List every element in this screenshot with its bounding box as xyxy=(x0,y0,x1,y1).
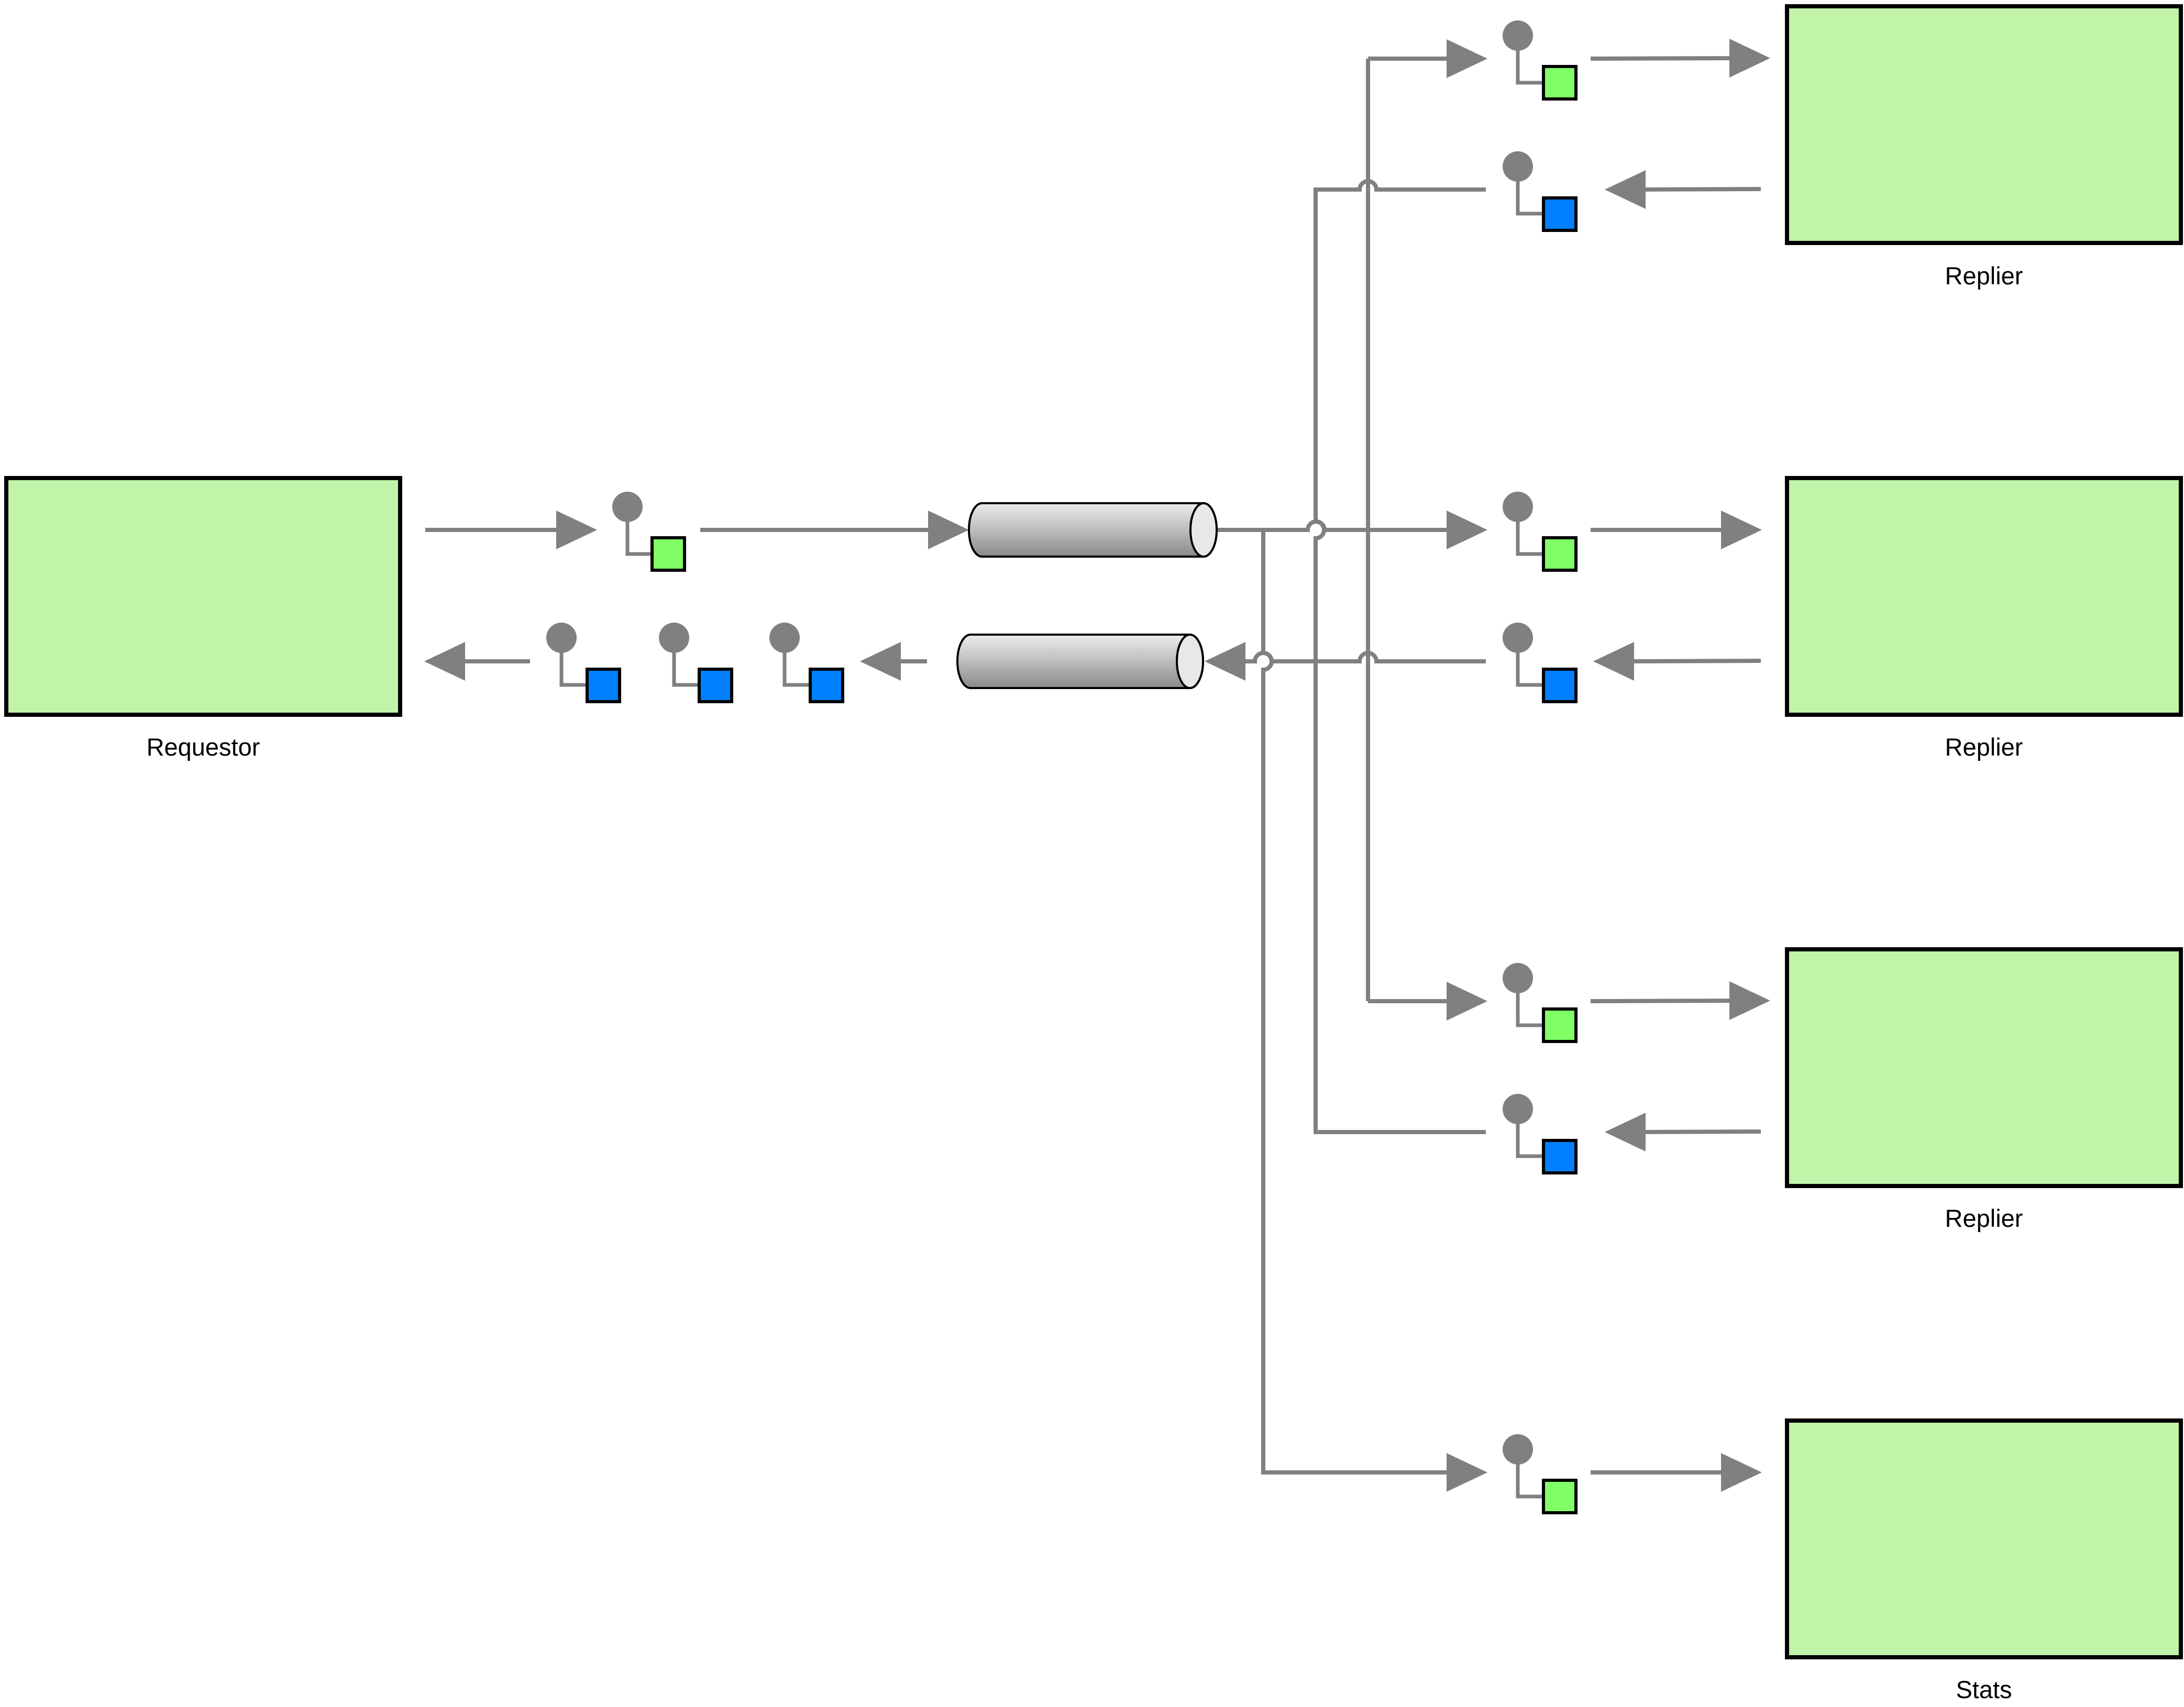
replier-1-reply-endpoint xyxy=(1503,151,1578,232)
message-channel-icon xyxy=(956,634,1204,689)
replier-1-reply-out-line xyxy=(1639,187,1761,192)
message-endpoint-icon xyxy=(1503,1434,1533,1465)
replier-1-request-endpoint xyxy=(1503,20,1578,101)
message-endpoint-icon xyxy=(1503,20,1533,51)
requestor-request-endpoint xyxy=(612,492,686,572)
requestor-reply-endpoint-2 xyxy=(659,623,733,703)
message-endpoint-icon xyxy=(546,623,577,653)
arrow-icon xyxy=(928,511,969,549)
arrow-icon xyxy=(860,642,901,681)
message-endpoint-icon xyxy=(612,492,643,522)
replier-2-box xyxy=(1785,476,2183,717)
reply-channel xyxy=(956,634,1204,689)
replier-2-reply-endpoint xyxy=(1503,623,1578,703)
arrow-icon xyxy=(1605,1113,1646,1151)
message-endpoint-icon xyxy=(769,623,800,653)
channel-end-cap xyxy=(1189,502,1218,558)
arrow-icon xyxy=(1605,170,1646,209)
arrow-icon xyxy=(424,642,465,681)
message-endpoint-icon xyxy=(1503,1094,1533,1124)
arrow-icon xyxy=(1721,511,1762,549)
replier-1-label: Replier xyxy=(1945,262,2023,290)
replier-3-box xyxy=(1785,947,2183,1188)
message-endpoint-icon xyxy=(659,623,689,653)
message-endpoint-icon xyxy=(1503,963,1533,993)
message-endpoint-icon xyxy=(1503,492,1533,522)
message-endpoint-icon xyxy=(1503,623,1533,653)
stats-label: Stats xyxy=(1956,1676,2012,1703)
arrow-icon xyxy=(1721,1453,1762,1492)
replier-3-label: Replier xyxy=(1945,1204,2023,1232)
replier-1-box xyxy=(1785,4,2183,245)
replier-3-node: Replier xyxy=(1785,947,2183,1232)
replier-3-request-endpoint xyxy=(1503,963,1578,1043)
requestor-label: Requestor xyxy=(147,733,260,761)
replier-2-reply-line xyxy=(1241,651,1486,663)
arrow-icon xyxy=(556,511,597,549)
arrow-icon xyxy=(1447,1453,1487,1492)
replier-2-label: Replier xyxy=(1945,733,2023,761)
request-channel xyxy=(968,502,1218,558)
arrow-icon xyxy=(1447,982,1487,1021)
replier-2-node: Replier xyxy=(1785,476,2183,761)
endpoint-to-replier-1-line xyxy=(1590,56,1745,61)
stats-node: Stats xyxy=(1785,1418,2183,1703)
arrow-icon xyxy=(1593,642,1634,681)
requestor-box xyxy=(4,476,402,717)
arrow-icon xyxy=(1447,39,1487,78)
stats-box xyxy=(1785,1418,2183,1659)
connectors xyxy=(425,56,1761,1475)
message-endpoint-icon xyxy=(1503,151,1533,182)
channel-end-cap xyxy=(1176,634,1204,689)
message-channel-icon xyxy=(968,502,1218,558)
replier-1-node: Replier xyxy=(1785,4,2183,290)
channel-to-replier-2-line xyxy=(1218,519,1456,532)
arrowheads xyxy=(424,39,1770,1492)
requestor-reply-endpoint-3 xyxy=(769,623,844,703)
requestor-node: Requestor xyxy=(4,476,402,761)
arrow-icon xyxy=(1205,642,1245,681)
reply-bus-line xyxy=(1314,179,1486,1134)
replier-3-reply-endpoint xyxy=(1503,1094,1578,1174)
arrow-icon xyxy=(1729,981,1770,1020)
stats-request-endpoint xyxy=(1503,1434,1578,1514)
requestor-reply-endpoint-1 xyxy=(546,623,621,703)
replier-2-request-endpoint xyxy=(1503,492,1578,572)
arrow-icon xyxy=(1729,39,1770,77)
arrow-icon xyxy=(1447,511,1487,549)
